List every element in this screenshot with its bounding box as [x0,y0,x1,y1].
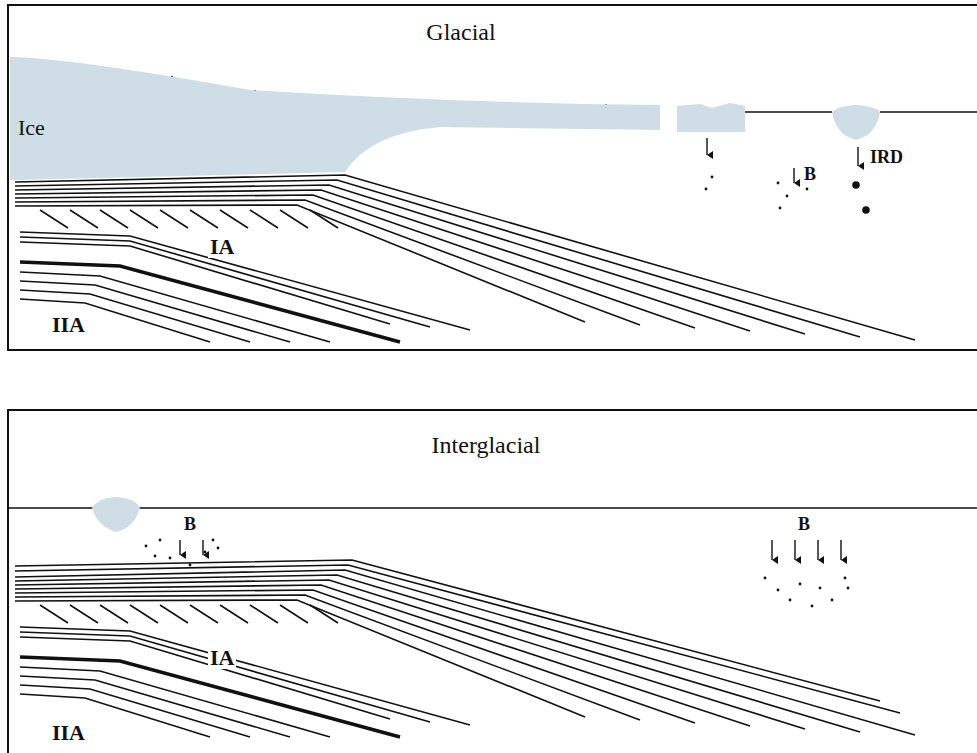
stratum-line [20,242,390,324]
sediment-dot [169,557,172,560]
stratum-line [817,540,818,560]
panel-frame [8,5,977,350]
sediment-dot [711,176,714,179]
stratum-line [190,605,218,623]
sediment-label: B [796,515,812,533]
sediment-dot [847,587,850,590]
sediment-dot [786,195,789,198]
sediment-dot [862,206,870,214]
iceberg [92,497,140,532]
sediment-dot [212,539,215,542]
stratum-line [179,540,180,555]
stratum-line [250,605,278,623]
stratum-line [15,185,805,334]
sediment-dot [819,587,822,590]
unit-label: IIA [50,722,87,744]
stratum-line [40,605,68,623]
stratum-line [857,147,858,166]
stratum-line [160,605,188,623]
sediment-dot [777,589,780,592]
stratum-line [202,540,203,555]
sediment-label: B [802,165,818,183]
stratum-line [40,210,68,228]
stratum-line [20,262,400,342]
stratum-line [840,540,841,560]
stratum-line [15,175,915,340]
stratum-line [20,290,250,342]
sediment-dot [811,605,814,608]
stratum-line [20,694,210,737]
stratum-line [70,605,98,623]
sediment-dot [831,599,834,602]
stratum-line [20,637,390,719]
stratum-line [15,180,860,337]
stratum-line [20,627,470,725]
sediment-dot [217,547,220,550]
stratum-line [160,210,188,228]
stratum-line [15,190,750,331]
stratum-line [15,575,860,732]
iceberg [677,103,745,132]
panel-title: Interglacial [432,433,541,457]
stratum-line [20,299,210,342]
stratum-line [100,210,128,228]
stratum-line [190,210,218,228]
sediment-dot [764,577,767,580]
stratum-line [250,210,278,228]
stratum-line [310,210,338,228]
stratum-line [280,210,308,228]
stratum-line [794,540,795,560]
sediment-dot [779,207,782,210]
stratum-line [15,590,695,723]
stratum-line [15,570,915,735]
sediment-dot [159,539,162,542]
stratum-line [220,210,248,228]
sediment-dot [154,555,157,558]
stratum-line [70,210,98,228]
stratum-line [20,281,290,342]
stratum-line [20,272,330,342]
stratum-line [15,585,750,726]
iceberg [832,105,880,140]
unit-label: IIA [50,314,87,336]
sediment-dot [204,551,207,554]
sediment-dot [844,577,847,580]
stratum-line [130,210,158,228]
sediment-dot [799,583,802,586]
stratum-line [220,605,248,623]
ice-sheet: Ice [10,55,660,185]
stratum-line [20,232,470,330]
unit-label: IA [208,236,236,258]
node-label: Ice [18,117,45,139]
stratum-line [15,560,880,701]
stratum-line [793,168,794,183]
sediment-dot [705,188,708,191]
panel-frame [8,410,977,753]
sediment-dot [852,181,860,189]
stratum-line [20,632,430,722]
stratum-line [15,565,900,713]
sediment-dot [189,564,192,567]
ice-outline [10,55,660,185]
stratum-line [771,540,772,560]
stratum-line [310,605,338,623]
stratum-line [15,580,805,729]
sediment-label: IRD [868,148,905,166]
stratum-line [130,605,158,623]
sediment-dot [145,545,148,548]
stratum-line [8,507,977,509]
unit-label: IA [208,647,236,669]
stratum-line [15,595,640,720]
stratum-line [706,138,707,155]
stratum-line [15,200,640,325]
stratum-line [280,605,308,623]
panel-title: Glacial [426,20,495,44]
stratum-line [100,605,128,623]
stratum-line [15,195,695,328]
sediment-dot [806,188,809,191]
sediment-dot [789,599,792,602]
sediment-label: B [182,515,198,533]
sediment-dot [777,182,780,185]
